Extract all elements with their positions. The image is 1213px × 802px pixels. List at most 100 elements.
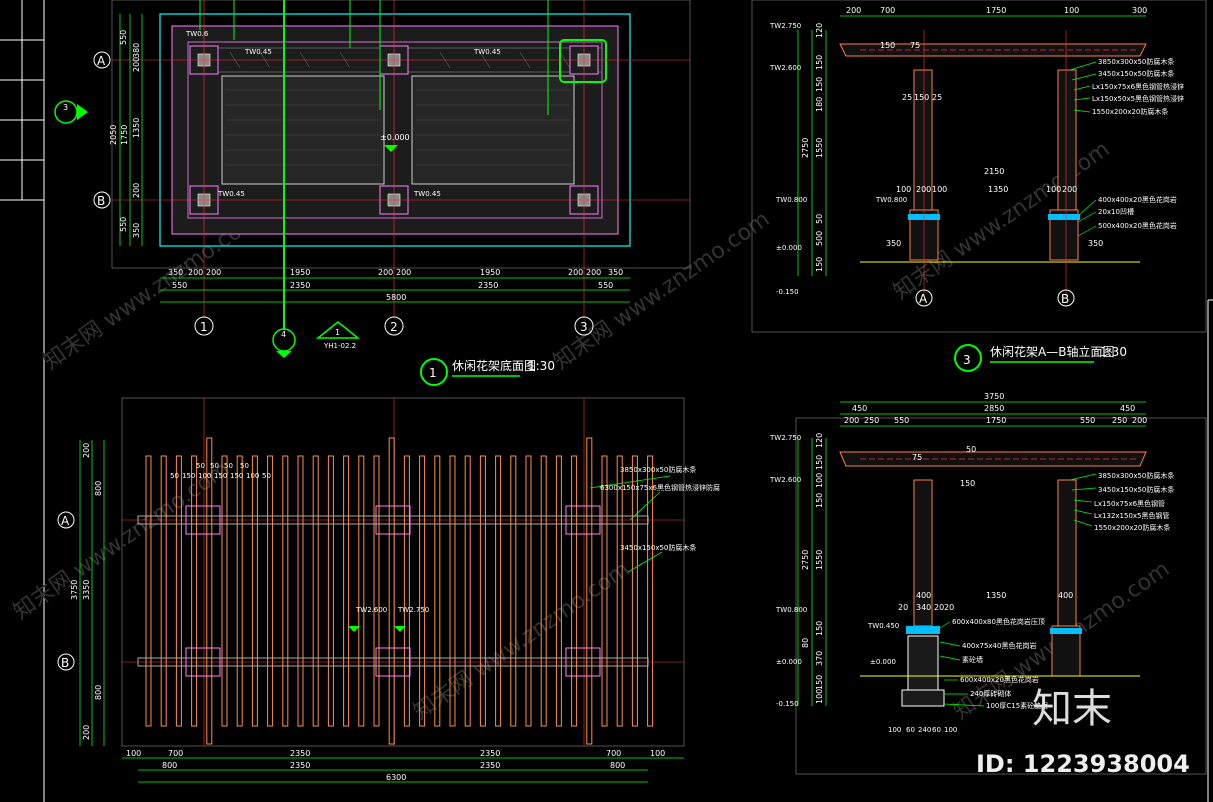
e2-top-dim: 250 xyxy=(1112,416,1127,425)
plan-left-dim: 200 xyxy=(132,183,141,198)
e2-top-dim: 3750 xyxy=(984,392,1004,401)
e2-top-dim: 200 xyxy=(844,416,859,425)
e1-top-dim: 1750 xyxy=(986,6,1006,15)
rafter-bottom-dim: 700 xyxy=(168,749,183,758)
plan-left-dim: 350 xyxy=(132,223,141,238)
rafter-strip xyxy=(206,437,213,745)
rafter-strip xyxy=(312,455,319,727)
plan-mid-dim: 550 xyxy=(172,281,187,290)
e2-top-dim: 450 xyxy=(852,404,867,413)
brand-watermark: 知末 ID: 1223938004 xyxy=(976,686,1190,778)
e2-left-dim: 150 xyxy=(815,455,824,470)
rafter-strip xyxy=(282,455,289,727)
plan-top-dim: 1950 xyxy=(480,268,500,277)
axis-2: 2 xyxy=(390,320,398,334)
rafter-top-dim: 50 xyxy=(210,462,219,470)
e2-top-dim: 550 xyxy=(894,416,909,425)
elevation-bottom: 3750 450 2850 450 200 250 550 1750 550 2… xyxy=(769,392,1207,775)
rafter-bottom-dim2: 800 xyxy=(162,761,177,770)
rafter-strip xyxy=(434,455,441,727)
e1-left-dim: 120 xyxy=(815,23,824,38)
e2-left-dim: 2750 xyxy=(801,550,810,570)
rafter-bottom-dim: 2350 xyxy=(480,749,500,758)
axis-1: 1 xyxy=(200,320,208,334)
rafter-top-dim: 150 xyxy=(182,472,195,480)
e1-tag: TW2.600 xyxy=(769,64,801,72)
rafter-bottom-dim: 2350 xyxy=(290,749,310,758)
e1-top-dim: 700 xyxy=(880,6,895,15)
rafter-bottom-dim2: 2350 xyxy=(290,761,310,770)
rafter-total-dim: 6300 xyxy=(386,773,406,782)
elev-title-num: 3 xyxy=(963,353,971,367)
e2-tag: TW0.800 xyxy=(775,606,807,614)
plan-top-dim: 200 xyxy=(188,268,203,277)
rafter-strip xyxy=(236,455,243,727)
e2-note: 240厚砖砌体 xyxy=(970,689,1011,698)
e2-note: Lx132x150x5黑色钢管 xyxy=(1094,511,1170,520)
plan-top-dim: 200 xyxy=(206,268,221,277)
e2-inner-dim: 50 xyxy=(966,445,976,454)
rafter-strip xyxy=(251,455,258,727)
e2-inner-dim: 20 xyxy=(934,603,944,612)
brand-logo-text: 知末 xyxy=(1032,686,1112,732)
e2-inner-dim: 100 xyxy=(944,726,957,734)
plan-top-dim: 350 xyxy=(608,268,623,277)
e2-inner-dim: 100 xyxy=(888,726,901,734)
e2-inner-dim: 60 xyxy=(932,726,941,734)
e2-top-dim: 550 xyxy=(1080,416,1095,425)
rafter-left-dim: 200 xyxy=(82,443,91,458)
detail-marker-1: 1 xyxy=(335,328,340,337)
elev-title: 休闲花架A—B轴立面图 xyxy=(990,344,1114,359)
plan-top-dim: 200 xyxy=(378,268,393,277)
rafter-top-dim: 50 xyxy=(262,472,271,480)
rafter-note: 3850x300x50防腐木条 xyxy=(620,465,696,474)
e1-note: 1550x200x20防腐木条 xyxy=(1092,107,1168,116)
e2-inner-dim: 150 xyxy=(960,479,975,488)
rafter-strip xyxy=(571,455,578,727)
elev-scale: 1:30 xyxy=(1100,345,1127,359)
elevation-top: 200 700 1750 100 300 A B TW2.750 TW2.600… xyxy=(751,0,1207,372)
e1-left-dim: 2750 xyxy=(801,138,810,158)
plan-top-dim: 200 xyxy=(396,268,411,277)
rafter-strip xyxy=(647,455,654,727)
e1-left-dim: 500 xyxy=(815,231,824,246)
axis-A: A xyxy=(61,514,70,528)
axis-A: A xyxy=(97,54,106,68)
e1-note: Lx150x50x5黑色钢管热浸锌 xyxy=(1092,94,1184,103)
plan-top-dim: 200 xyxy=(586,268,601,277)
e2-inner-dim: 60 xyxy=(906,726,915,734)
e1-inner-dim: 100 xyxy=(896,185,911,194)
e2-note: 3450x150x50防腐木条 xyxy=(1098,485,1174,494)
e2-inner-dim: 1350 xyxy=(986,591,1006,600)
e2-left-dim: 100 xyxy=(815,689,824,704)
plan-left-dim: 550 xyxy=(119,30,128,45)
e1-note: 3450x150x50防腐木条 xyxy=(1098,69,1174,78)
rafter-strip xyxy=(403,455,410,727)
rafter-bottom-dim: 100 xyxy=(650,749,665,758)
e1-inner-dim: 2150 xyxy=(984,167,1004,176)
rafter-strip xyxy=(145,455,152,727)
e1-inner-dim: 350 xyxy=(886,239,901,248)
e1-inner-dim: 100 xyxy=(1046,185,1061,194)
e2-inner-dim: 400 xyxy=(916,591,931,600)
rafter-strip xyxy=(479,455,486,727)
e2-left-dim: 100 xyxy=(815,473,824,488)
rafter-strip xyxy=(540,455,547,727)
rafter-strip xyxy=(343,455,350,727)
axis-3: 3 xyxy=(580,320,588,334)
e2-left-dim: 120 xyxy=(815,433,824,448)
e1-level: -0.150 xyxy=(776,288,799,296)
plan-left-dim: 200 xyxy=(132,57,141,72)
plan-mid-dim: 550 xyxy=(598,281,613,290)
rafter-top-dim: 100 xyxy=(246,472,259,480)
rafter-left-dim: 3750 xyxy=(70,580,79,600)
e1-top-dim: 100 xyxy=(1064,6,1079,15)
e1-inner-dim: 200 xyxy=(1062,185,1077,194)
rafter-strip xyxy=(419,455,426,727)
rafter-strip xyxy=(495,455,502,727)
plan-top-dim: 350 xyxy=(168,268,183,277)
plan-total-dim: 5800 xyxy=(386,293,406,302)
plan-left-dim: 1350 xyxy=(132,118,141,138)
rafter-top-dim: 100 xyxy=(198,472,211,480)
e1-note: 3850x300x50防腐木条 xyxy=(1098,57,1174,66)
